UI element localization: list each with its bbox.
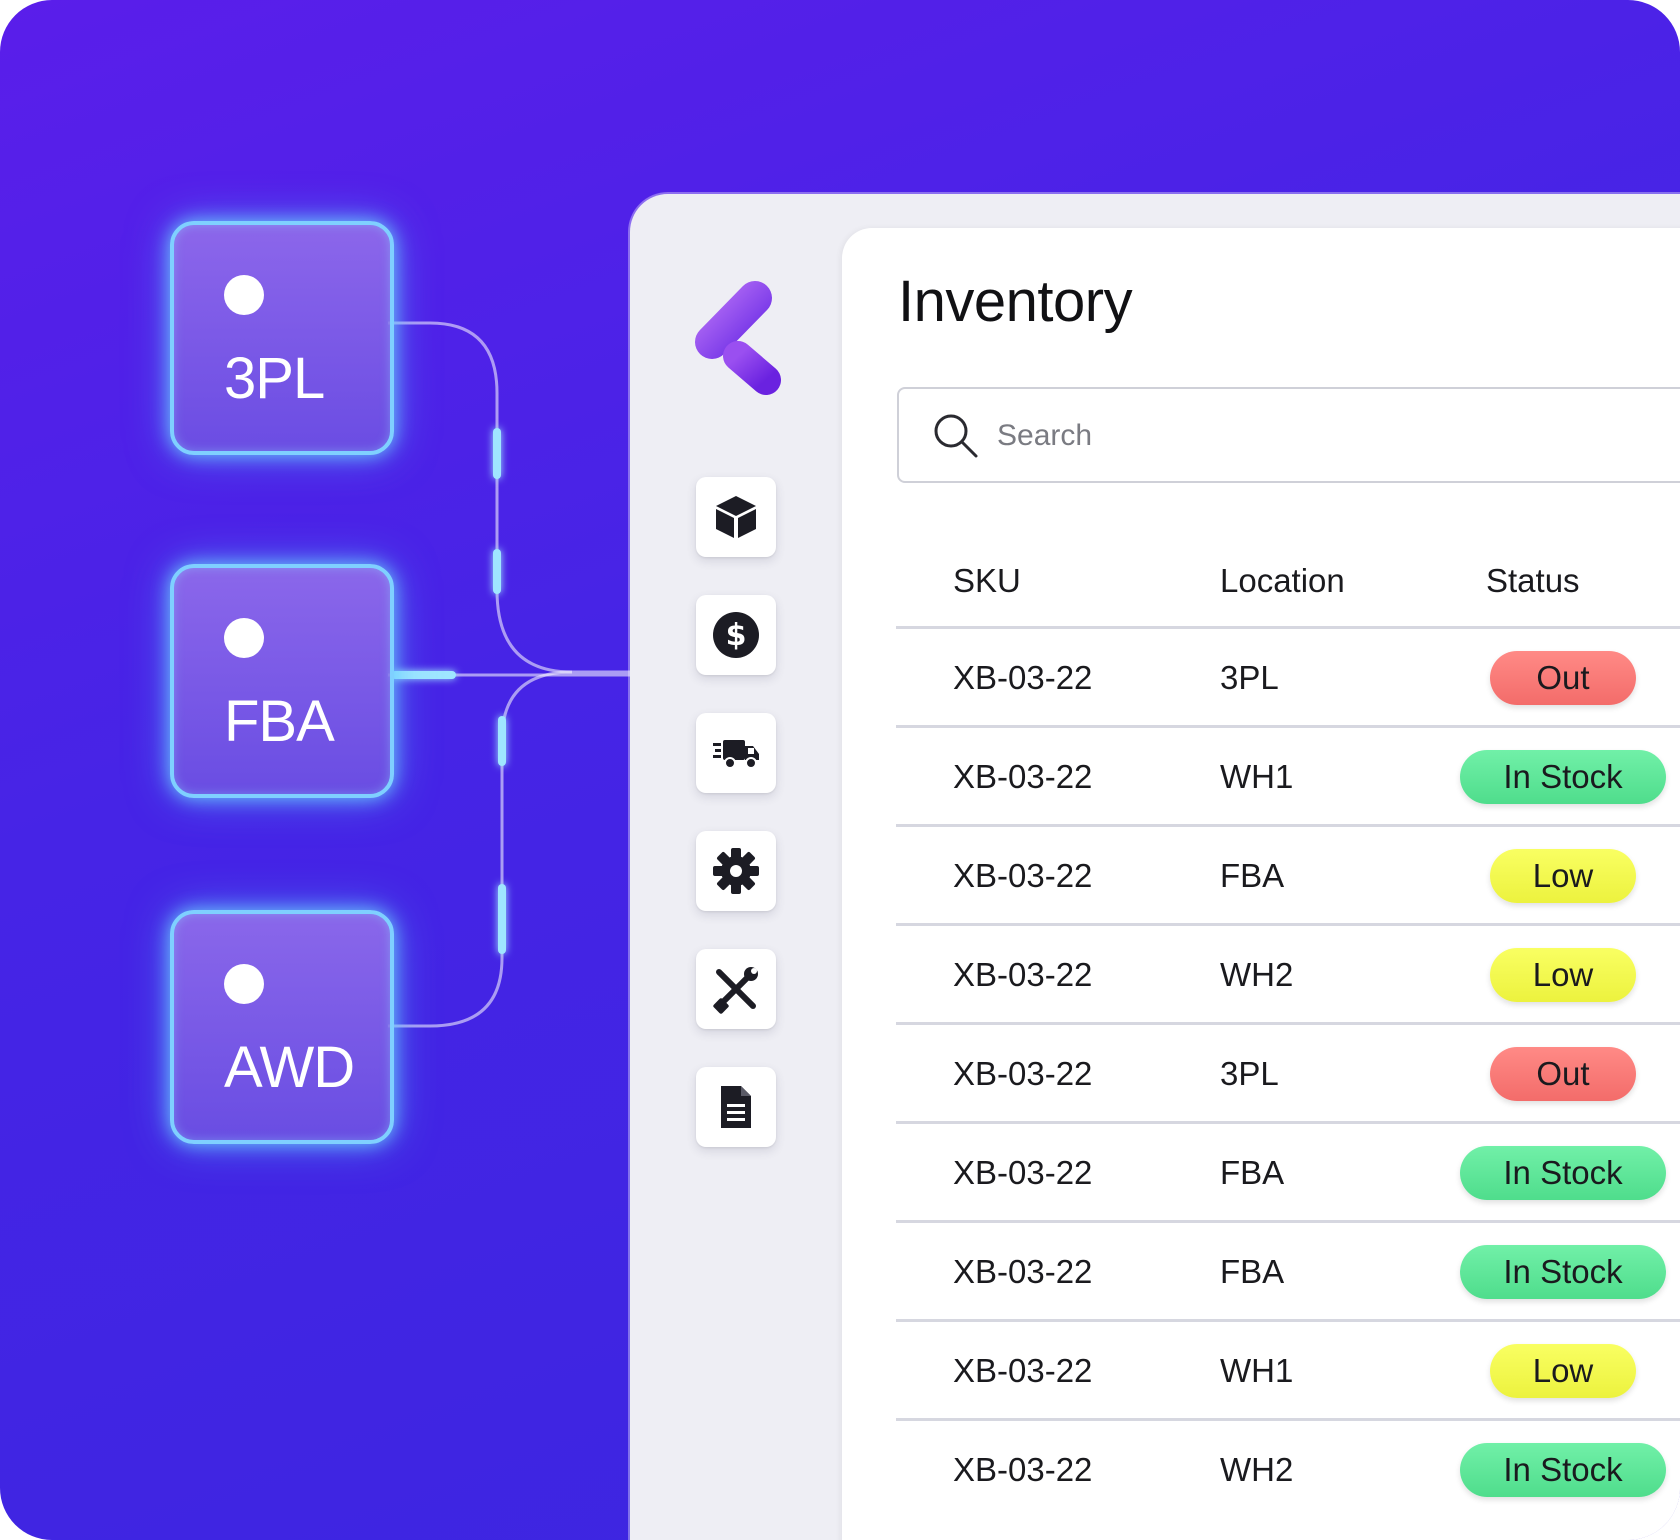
page-title: Inventory [898, 269, 1133, 334]
source-node-3pl: 3PL [170, 221, 394, 455]
table-row[interactable]: XB-03-22 WH1 Low [896, 1322, 1680, 1421]
source-node-indicator [224, 275, 264, 315]
sku-cell: XB-03-22 [953, 1451, 1093, 1488]
location-cell: WH1 [1220, 1352, 1294, 1389]
column-header-location: Location [1220, 562, 1345, 599]
row-divider [896, 824, 1680, 827]
document-icon [721, 1086, 751, 1128]
status-badge: In Stock [1460, 1443, 1666, 1497]
status-badge: Low [1490, 849, 1636, 903]
table-row[interactable]: XB-03-22 3PL Out [896, 1025, 1680, 1124]
nav-inventory-button[interactable] [696, 477, 776, 557]
svg-text:$: $ [726, 618, 747, 653]
source-node-awd: AWD [170, 910, 394, 1144]
location-cell: FBA [1220, 1154, 1285, 1191]
location-cell: 3PL [1220, 1055, 1279, 1092]
box-icon [716, 496, 756, 538]
row-divider [896, 1121, 1680, 1124]
column-header-status: Status [1486, 562, 1580, 599]
table-row[interactable]: XB-03-22 WH2 Low [896, 926, 1680, 1025]
location-cell: FBA [1220, 857, 1285, 894]
header-divider [896, 626, 1680, 629]
location-cell: WH2 [1220, 956, 1294, 993]
row-divider [896, 1319, 1680, 1322]
status-badge: In Stock [1460, 1146, 1666, 1200]
nav-shipping-button[interactable] [696, 713, 776, 793]
sku-cell: XB-03-22 [953, 758, 1093, 795]
source-node-label: AWD [224, 1035, 355, 1100]
tools-icon [713, 967, 758, 1014]
nav-tools-button[interactable] [696, 949, 776, 1029]
table-row[interactable]: XB-03-22 FBA Low [896, 827, 1680, 926]
sku-cell: XB-03-22 [953, 1055, 1093, 1092]
dollar-icon: $ [713, 612, 759, 658]
row-divider [896, 1022, 1680, 1025]
status-badge: In Stock [1460, 750, 1666, 804]
row-divider [896, 1220, 1680, 1223]
table-row[interactable]: XB-03-22 FBA In Stock [896, 1223, 1680, 1322]
source-node-fba: FBA [170, 564, 394, 798]
table-row[interactable]: XB-03-22 WH1 In Stock [896, 728, 1680, 827]
source-node-indicator [224, 618, 264, 658]
table-row[interactable]: XB-03-22 3PL Out [896, 629, 1680, 728]
gear-icon [713, 848, 759, 894]
app-logo [695, 281, 781, 395]
nav-documents-button[interactable] [696, 1067, 776, 1147]
table-row[interactable]: XB-03-22 WH2 In Stock [896, 1421, 1680, 1520]
status-badge: In Stock [1460, 1245, 1666, 1299]
row-divider [896, 725, 1680, 728]
sku-cell: XB-03-22 [953, 1154, 1093, 1191]
search-icon [934, 414, 978, 458]
status-badge: Low [1490, 1344, 1636, 1398]
sku-cell: XB-03-22 [953, 659, 1093, 696]
row-divider [896, 923, 1680, 926]
nav-settings-button[interactable] [696, 831, 776, 911]
sku-cell: XB-03-22 [953, 956, 1093, 993]
search-placeholder: Search [997, 419, 1093, 452]
location-cell: 3PL [1220, 659, 1279, 696]
sku-cell: XB-03-22 [953, 857, 1093, 894]
nav-finance-button[interactable]: $ [696, 595, 776, 675]
sku-cell: XB-03-22 [953, 1253, 1093, 1290]
search-input[interactable]: Search [897, 387, 1680, 483]
sku-cell: XB-03-22 [953, 1352, 1093, 1389]
row-divider [896, 1418, 1680, 1421]
location-cell: WH2 [1220, 1451, 1294, 1488]
source-node-label: FBA [224, 689, 335, 754]
location-cell: FBA [1220, 1253, 1285, 1290]
status-badge: Out [1490, 1047, 1636, 1101]
status-badge: Low [1490, 948, 1636, 1002]
column-header-sku: SKU [953, 562, 1021, 599]
source-node-indicator [224, 964, 264, 1004]
location-cell: WH1 [1220, 758, 1294, 795]
table-row[interactable]: XB-03-22 FBA In Stock [896, 1124, 1680, 1223]
truck-icon [713, 740, 759, 769]
source-node-label: 3PL [224, 346, 325, 411]
status-badge: Out [1490, 651, 1636, 705]
